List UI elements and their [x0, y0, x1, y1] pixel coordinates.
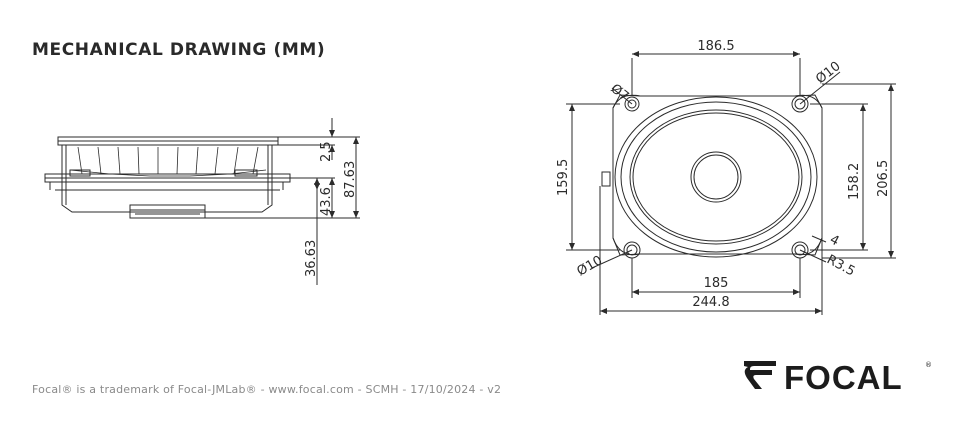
dim-side-36-63: 36.63 [304, 240, 319, 277]
dim-left-height: 159.5 [556, 159, 571, 196]
dim-bottom-outer: 244.8 [692, 295, 729, 310]
focal-logo: FOCAL ® [744, 359, 932, 395]
brand-name: FOCAL [784, 359, 903, 395]
page-title: MECHANICAL DRAWING (MM) [32, 40, 326, 60]
front-view [566, 53, 896, 315]
dim-radius: R3.5 [824, 252, 857, 279]
dim-inner-height: 158.2 [847, 163, 862, 200]
dim-side-2-5: 2.5 [319, 141, 334, 162]
dim-side-43-6: 43.6 [319, 187, 334, 216]
dim-top-width: 186.5 [697, 39, 734, 54]
dim-hole-bottom-left: Ø10 [575, 253, 606, 279]
focal-logo-mark-icon [744, 361, 776, 389]
brand-registered: ® [925, 361, 932, 369]
dim-outer-height: 206.5 [876, 160, 891, 197]
footer-trademark: Focal® is a trademark of Focal-JMLab® - … [32, 383, 502, 396]
dim-hole-top-right: Ø10 [813, 59, 843, 87]
side-view [44, 118, 360, 285]
dim-bottom-inner: 185 [704, 276, 729, 291]
dim-tab: 4 [827, 232, 841, 249]
dim-side-87-63: 87.63 [343, 161, 358, 198]
